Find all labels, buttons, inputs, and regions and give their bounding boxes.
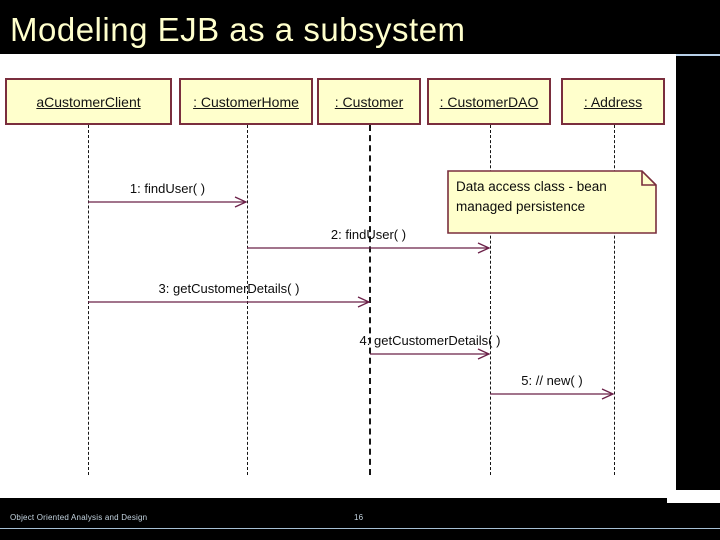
message-arrow-2	[247, 242, 491, 254]
lifeline-head-address: : Address	[561, 78, 665, 125]
footer-text: Object Oriented Analysis and Design	[10, 513, 148, 522]
lifeline-head-customer-home: : CustomerHome	[179, 78, 313, 125]
lifeline-customer-client	[87, 125, 89, 475]
lifeline-customer-dao	[489, 125, 491, 475]
message-label-4: 4: getCustomerDetails( )	[359, 333, 501, 348]
footer-divider-line	[0, 528, 720, 529]
lifeline-customer	[369, 125, 371, 475]
message-label-3: 3: getCustomerDetails( )	[158, 281, 300, 296]
lifeline-head-customer-client: aCustomerClient	[5, 78, 172, 125]
note-line-1: Data access class - bean	[456, 179, 607, 194]
message-arrow-4	[370, 348, 491, 360]
message-label-2: 2: findUser( )	[330, 227, 407, 242]
message-label-1: 1: findUser( )	[129, 181, 206, 196]
lifeline-address	[613, 125, 615, 475]
sequence-diagram-canvas: Data access class - bean managed persist…	[0, 54, 676, 498]
message-label-5: 5: // new( )	[521, 373, 583, 388]
lifeline-label: : CustomerHome	[193, 93, 299, 110]
lifeline-label: : Customer	[334, 93, 404, 110]
note-text: Data access class - bean managed persist…	[456, 177, 641, 217]
message-arrow-5	[490, 388, 615, 400]
lifeline-head-customer-dao: : CustomerDAO	[427, 78, 551, 125]
message-arrow-1	[88, 196, 248, 208]
note-box: Data access class - bean managed persist…	[447, 170, 657, 234]
lifeline-label: : CustomerDAO	[439, 93, 539, 110]
lifeline-head-customer: : Customer	[317, 78, 421, 125]
slide-title: Modeling EJB as a subsystem	[10, 11, 466, 48]
content-edge-strip	[667, 490, 720, 503]
lifeline-label: aCustomerClient	[36, 93, 141, 110]
page-number: 16	[354, 513, 364, 522]
message-arrow-3	[88, 296, 371, 308]
lifeline-label: : Address	[583, 93, 643, 110]
note-line-2: managed persistence	[456, 199, 586, 214]
note-shape	[447, 170, 657, 234]
lifeline-customer-home	[246, 125, 248, 475]
